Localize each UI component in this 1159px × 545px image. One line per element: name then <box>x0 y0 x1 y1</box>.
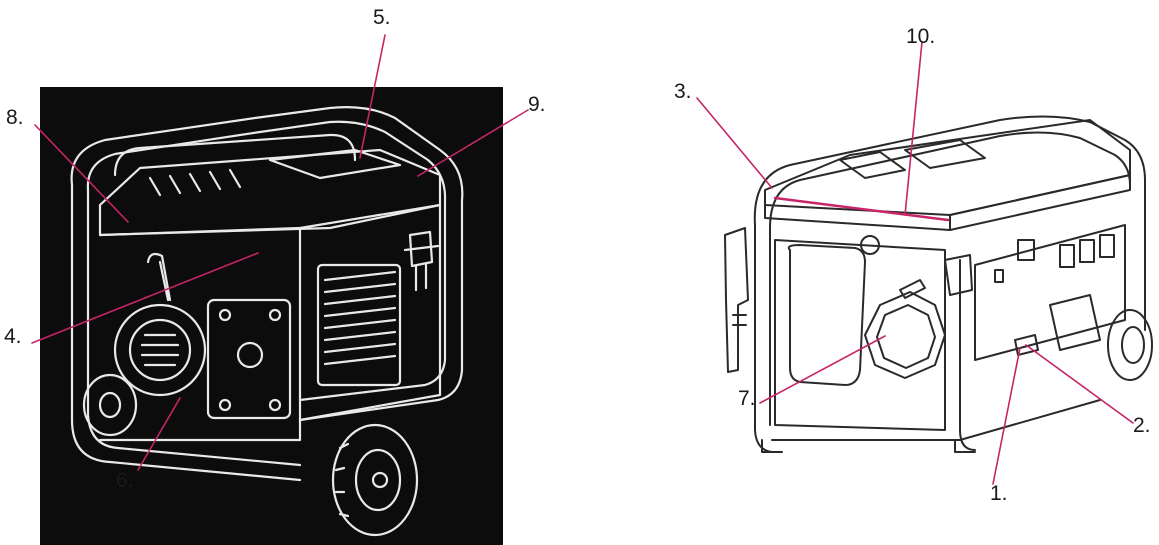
front-view-figure <box>724 115 1153 453</box>
leader-4 <box>31 252 259 344</box>
starter-handle <box>899 279 926 299</box>
rear-view-figure <box>40 87 503 545</box>
exhaust-pipe <box>146 252 172 302</box>
tank-cap-block <box>839 151 906 179</box>
base-rail <box>771 399 1101 441</box>
top-handle <box>113 133 357 177</box>
choke-knob <box>860 235 880 255</box>
front-feet <box>761 439 976 453</box>
callout-label-4: 4. <box>4 325 22 348</box>
leader-3 <box>696 97 773 189</box>
top-panel <box>764 119 1131 216</box>
plate-center-boss <box>236 341 264 369</box>
leader-lines <box>31 34 1134 485</box>
big-wheel-hub <box>371 471 389 489</box>
frame-left-tube <box>70 183 302 482</box>
body-side-face <box>298 203 442 422</box>
big-wheel-tire <box>331 423 419 537</box>
leader-6 <box>137 397 181 471</box>
outlet-4 <box>1099 234 1115 258</box>
frame-right-tube <box>298 198 464 422</box>
right-handle <box>944 254 973 296</box>
alternator-inner <box>128 318 192 382</box>
engine-front-face <box>774 239 946 431</box>
outlet-3 <box>1079 239 1095 263</box>
leader-3-bar <box>773 196 950 222</box>
wheel-tire <box>1107 309 1153 381</box>
callout-label-3: 3. <box>674 80 692 103</box>
callout-label-10: 10. <box>906 25 935 48</box>
callout-label-5: 5. <box>373 6 391 29</box>
frame-top-rail <box>70 106 464 202</box>
left-handle-grip <box>732 314 747 326</box>
left-handle <box>724 227 749 373</box>
outlet-1 <box>1017 239 1035 261</box>
rear-small-wheel <box>82 373 138 437</box>
big-wheel-tread <box>334 442 350 518</box>
leader-2 <box>1025 344 1134 424</box>
engine-rear-plate <box>206 298 292 420</box>
tank-cap-block-2 <box>904 139 986 169</box>
leader-8 <box>34 124 129 223</box>
leader-7 <box>759 335 886 404</box>
plate-bolt-4 <box>268 398 282 412</box>
leader-10 <box>904 41 923 216</box>
big-wheel-rim <box>354 448 402 512</box>
callout-label-7: 7. <box>738 387 756 410</box>
front-shroud-lip <box>764 204 951 231</box>
rear-small-wheel-hub <box>98 391 122 419</box>
callout-label-1: 1. <box>990 482 1008 505</box>
frame-front-right-tube <box>959 259 976 451</box>
panel-switch <box>994 269 1004 283</box>
leader-5 <box>359 34 386 159</box>
frame-top-rail-inner <box>769 131 1131 229</box>
outlet-2 <box>1059 244 1075 268</box>
battery-box <box>1049 294 1101 351</box>
plate-bolt-3 <box>218 398 232 412</box>
control-panel <box>974 224 1126 361</box>
front-view-drawing <box>724 115 1153 453</box>
plate-bolt-2 <box>268 308 282 322</box>
leader-9 <box>417 109 529 177</box>
callout-label-6: 6. <box>116 469 134 492</box>
shroud-side-lip <box>949 174 1131 231</box>
air-filter-cover <box>787 244 866 386</box>
fuel-tank-lid <box>268 148 402 180</box>
leader-1 <box>992 347 1021 485</box>
alternator-outer <box>113 303 207 397</box>
frame-left-tube-inner <box>86 188 302 467</box>
side-louvre-panel <box>316 263 402 387</box>
recoil-starter-inner <box>876 304 936 369</box>
alternator-vents <box>140 333 180 367</box>
fuel-valve-lever <box>1014 334 1039 356</box>
callout-labels: 5. 9. 8. 4. 6. 10. 3. 7. 2. 1. <box>4 6 1151 505</box>
callout-label-9: 9. <box>528 93 546 116</box>
plate-bolt-1 <box>218 308 232 322</box>
side-louvre-slats <box>323 270 397 366</box>
wheel-rim <box>1121 326 1145 364</box>
rear-view-drawing <box>70 106 464 537</box>
fuel-valve <box>403 230 440 292</box>
tank-grooves <box>148 168 242 197</box>
frame-top-rail <box>753 115 1146 226</box>
body-front-face <box>98 226 302 442</box>
callout-label-2: 2. <box>1133 414 1151 437</box>
callout-label-8: 8. <box>6 106 24 129</box>
